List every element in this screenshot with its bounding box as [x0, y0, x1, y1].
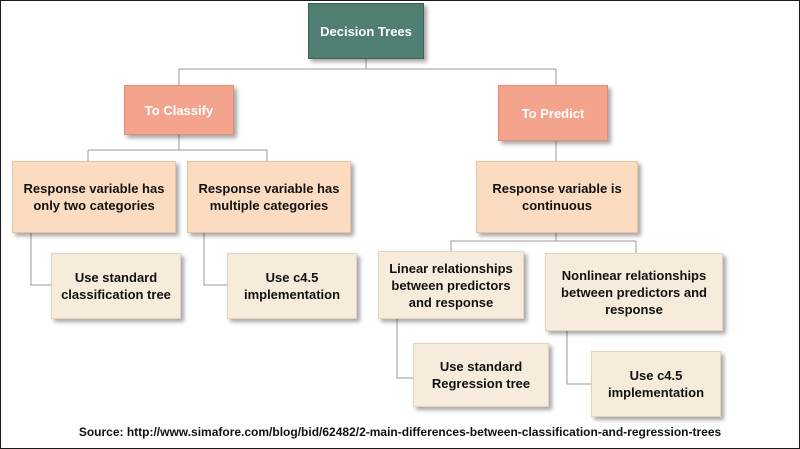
multiple-categories-node: Response variable has multiple categorie…	[187, 161, 351, 233]
connector-leaf-3	[396, 319, 413, 379]
connector-leaf-2	[203, 233, 227, 286]
connector-leaf-1	[30, 233, 51, 286]
standard-regression-leaf: Use standard Regression tree	[413, 343, 549, 407]
continuous-label: Response variable is continuous	[492, 181, 622, 213]
classify-node: To Classify	[124, 85, 234, 135]
two-categories-node: Response variable has only two categorie…	[12, 161, 176, 233]
c45-predict-label: Use c4.5 implementation	[607, 368, 705, 400]
continuous-node: Response variable is continuous	[476, 161, 638, 233]
nonlinear-label: Nonlinear relationships between predicto…	[561, 267, 707, 317]
standard-classification-leaf: Use standard classification tree	[51, 253, 181, 319]
root-node: Decision Trees	[308, 3, 424, 59]
standard-regression-label: Use standard Regression tree	[431, 359, 531, 391]
root-label: Decision Trees	[320, 23, 412, 39]
predict-label: To Predict	[521, 105, 585, 121]
predict-node: To Predict	[498, 85, 608, 141]
linear-label: Linear relationships between predictors …	[389, 260, 513, 310]
connector-leaf-4	[566, 331, 591, 385]
linear-node: Linear relationships between predictors …	[378, 251, 524, 319]
c45-classify-leaf: Use c4.5 implementation	[227, 253, 357, 319]
classify-label: To Classify	[144, 102, 214, 118]
nonlinear-node: Nonlinear relationships between predicto…	[545, 253, 723, 331]
c45-predict-leaf: Use c4.5 implementation	[591, 351, 721, 417]
source-caption: Source: http://www.simafore.com/blog/bid…	[78, 425, 722, 439]
c45-classify-label: Use c4.5 implementation	[243, 270, 341, 302]
standard-classification-label: Use standard classification tree	[61, 270, 171, 302]
multiple-categories-label: Response variable has multiple categorie…	[198, 181, 340, 213]
two-categories-label: Response variable has only two categorie…	[23, 181, 165, 213]
